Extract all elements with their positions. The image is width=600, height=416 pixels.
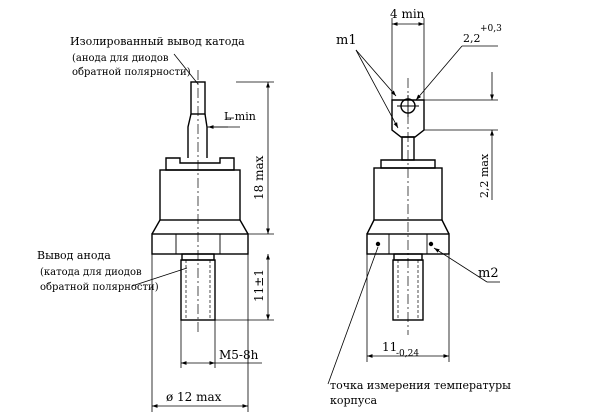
diameter-12-label: ø 12 max (166, 390, 222, 404)
m1-label: m1 (336, 33, 357, 48)
m2-label: m2 (478, 266, 499, 281)
temp-point-label-2: корпуса (330, 394, 378, 407)
left-lead-bend (187, 113, 208, 158)
anode-lead-note-2: обратной полярности) (40, 282, 159, 293)
right-view (327, 18, 500, 385)
right-stud (392, 259, 424, 321)
m1-leader-1 (355, 49, 397, 97)
left-hex (151, 233, 249, 255)
thread-11-label: 11±1 (252, 269, 266, 302)
left-lead-leader (173, 53, 199, 85)
temp-leader (327, 246, 379, 385)
left-stud (180, 259, 216, 321)
left-body-taper (151, 219, 249, 235)
thread-m5-label: M5-8h (219, 348, 259, 362)
temp-point-dot-left (375, 241, 381, 247)
width-4-label: 4 min (390, 7, 425, 21)
hex-11-label: 11 (382, 340, 397, 354)
isolated-lead-note-1: (анода для диодов (72, 53, 169, 64)
hole-leader (415, 45, 463, 101)
left-lead-pin (190, 81, 206, 115)
hole-2-2-label: 2,2 (463, 32, 481, 45)
hole-tol-label: +0,3 (480, 24, 502, 34)
l-min-label: L min (224, 110, 256, 123)
temp-point-label-1: точка измерения температуры (330, 379, 511, 392)
anode-lead-label: Вывод анода (37, 249, 111, 262)
temp-point-dot-right (428, 241, 434, 247)
hex-tol-label: -0,24 (396, 349, 419, 359)
left-top-cap (165, 157, 235, 171)
m2-leader (433, 247, 488, 283)
isolated-lead-note-2: обратной полярности) (72, 67, 191, 78)
anode-lead-note-1: (катода для диодов (40, 267, 142, 278)
m1-leader-2 (355, 49, 399, 129)
anode-leader (131, 267, 188, 287)
height-2-2-label: 2,2 max (478, 153, 491, 198)
left-body (159, 169, 241, 221)
right-body-taper (366, 219, 450, 235)
right-body (373, 167, 443, 221)
left-view (131, 53, 274, 412)
text-labels: Изолированный вывод катода (анода для ди… (37, 7, 511, 407)
height-18-label: 18 max (252, 155, 266, 200)
isolated-lead-label: Изолированный вывод катода (70, 35, 245, 48)
